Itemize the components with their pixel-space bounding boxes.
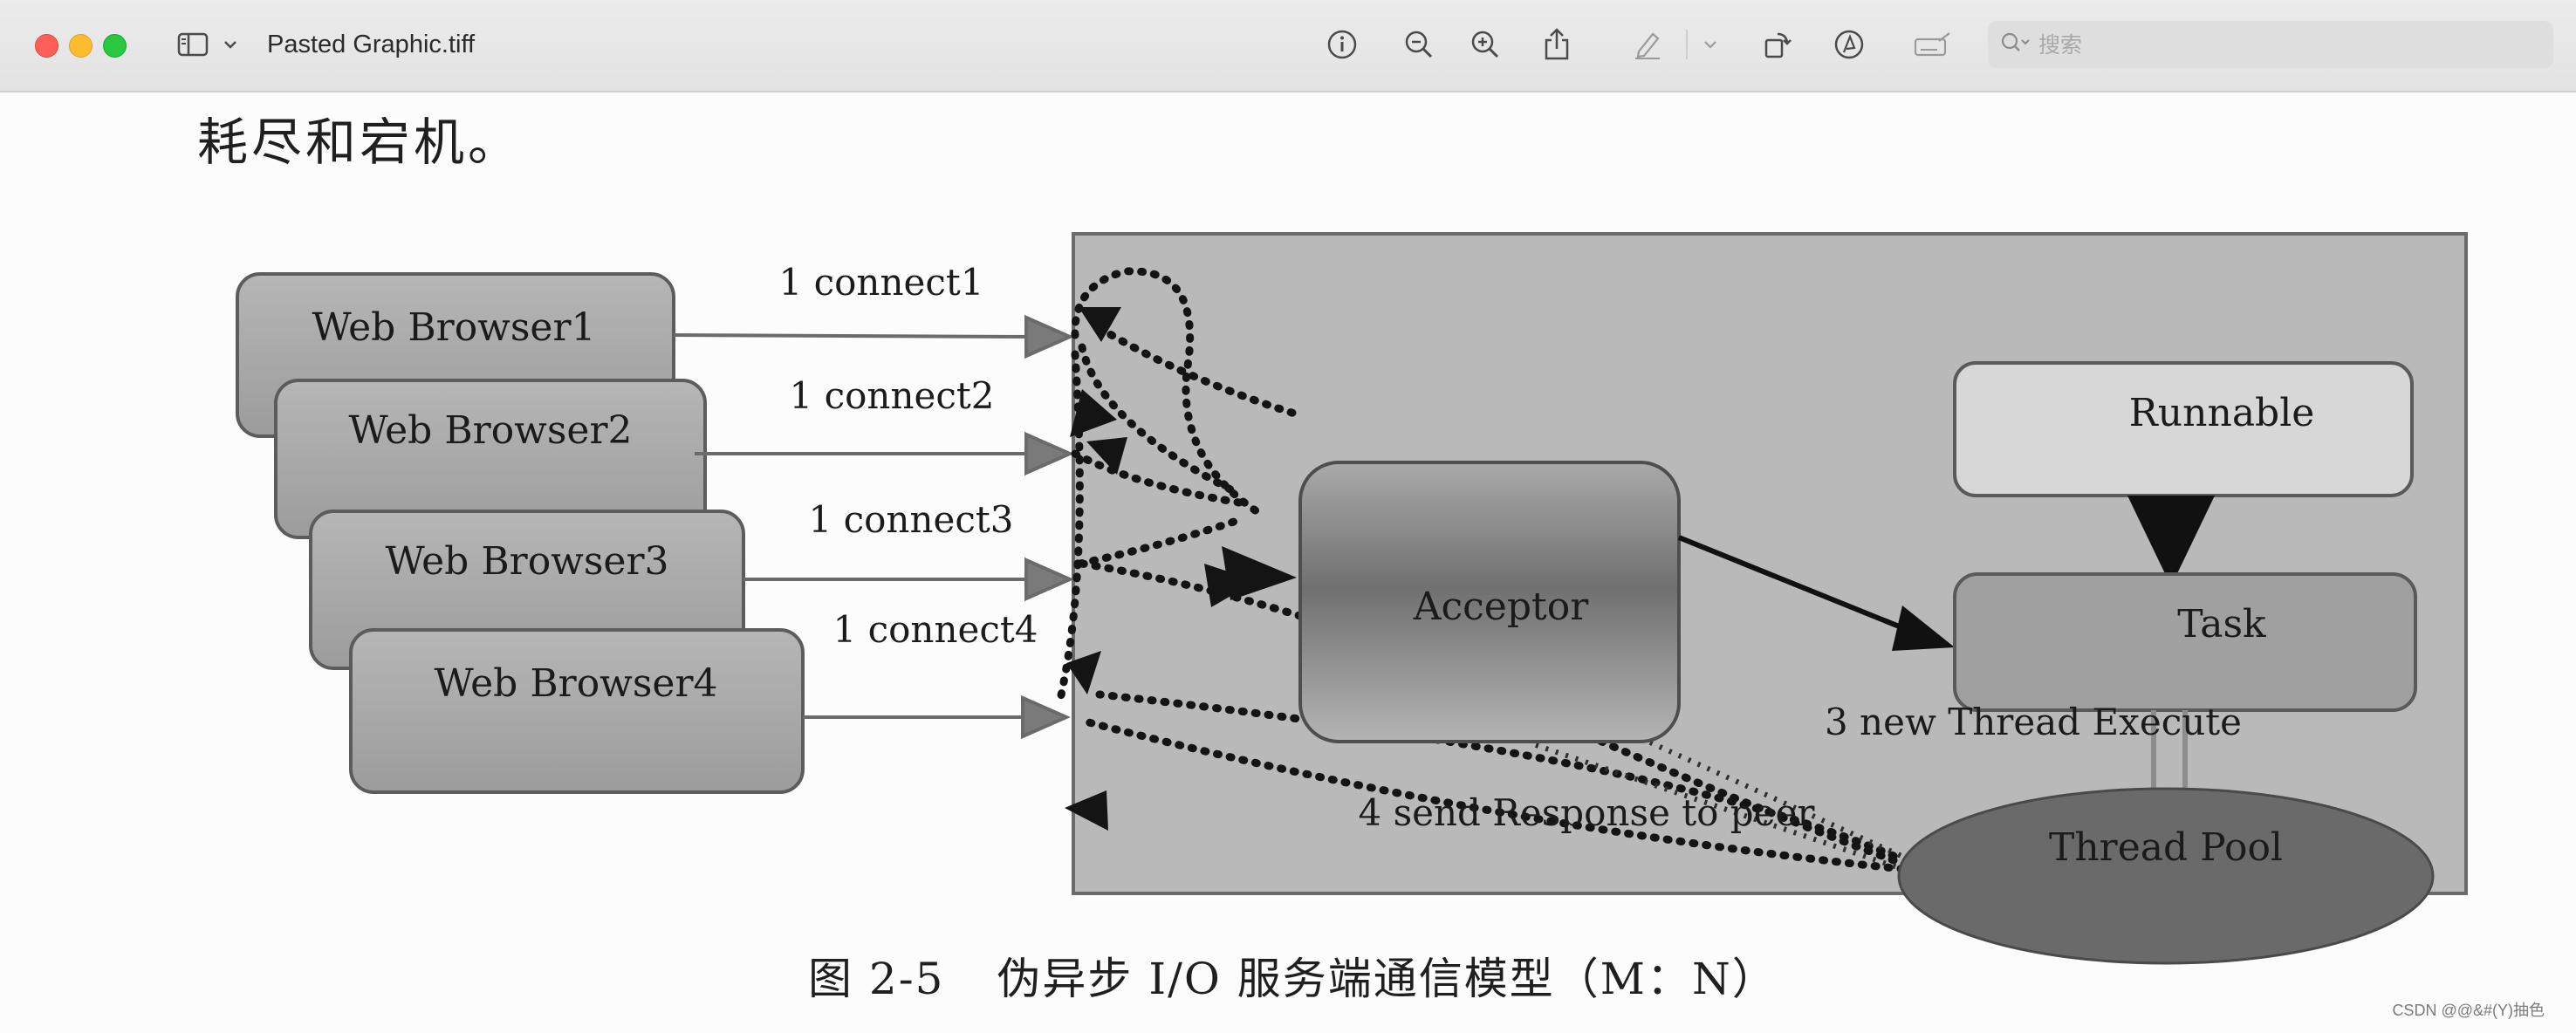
markup-icon[interactable] [1831,26,1867,63]
step-4-label: 4 send Response to peer [1359,791,1816,834]
info-icon[interactable] [1324,26,1360,63]
acceptor-label: Acceptor [1413,585,1589,629]
figure-caption: 图 2-5 伪异步 I/O 服务端通信模型（M：N） [808,944,1778,1007]
web-browser-4-box [349,628,805,794]
document-page: 耗尽和宕机。 Web Browser1 Web Browser2 Web Bro… [0,92,2576,1033]
chevron-down-icon[interactable] [1700,26,1721,63]
task-label: Task [2177,602,2266,646]
web-browser-4-label: Web Browser4 [435,661,718,706]
maximize-window-button[interactable] [103,34,127,58]
watermark: CSDN @@&#(Y)抽色 [2392,1002,2545,1019]
web-browser-2-label: Web Browser2 [349,408,633,453]
zoom-in-icon[interactable] [1467,26,1504,63]
toolbar-divider [1686,30,1688,59]
caption-label: 图 2-5 [808,954,945,1004]
window-title: Pasted Graphic.tiff [267,31,476,58]
connect-1-label: 1 connect1 [779,261,984,304]
close-window-button[interactable] [35,34,58,58]
window-titlebar: Pasted Graphic.tiff [0,0,2576,92]
connect-3-label: 1 connect3 [809,498,1014,541]
share-icon[interactable] [1538,26,1575,63]
thread-pool-ellipse [1897,787,2435,965]
architecture-diagram: Web Browser1 Web Browser2 Web Browser3 W… [236,232,2468,965]
signature-box-icon[interactable] [1911,26,1955,63]
search-icon [2000,31,2030,58]
runnable-label: Runnable [2129,391,2315,435]
thread-pool-label: Thread Pool [2049,825,2283,870]
web-browser-3-label: Web Browser3 [386,539,669,584]
step-3-label: 3 new Thread Execute [1825,701,2242,743]
web-browser-1-label: Web Browser1 [312,305,596,350]
chevron-down-icon[interactable] [220,26,241,63]
sidebar-icon[interactable] [175,26,211,63]
search-field[interactable] [1988,21,2553,68]
minimize-window-button[interactable] [69,34,92,58]
paragraph-text: 耗尽和宕机。 [197,113,523,172]
highlight-pen-icon[interactable] [1629,26,1666,63]
zoom-out-icon[interactable] [1401,26,1437,63]
rotate-icon[interactable] [1759,26,1796,63]
connect-4-label: 1 connect4 [833,608,1038,651]
search-input[interactable] [2037,31,2529,58]
acceptor-box [1298,461,1681,743]
caption-text: 伪异步 I/O 服务端通信模型（M：N） [997,954,1778,1004]
connect-2-label: 1 connect2 [790,374,995,417]
